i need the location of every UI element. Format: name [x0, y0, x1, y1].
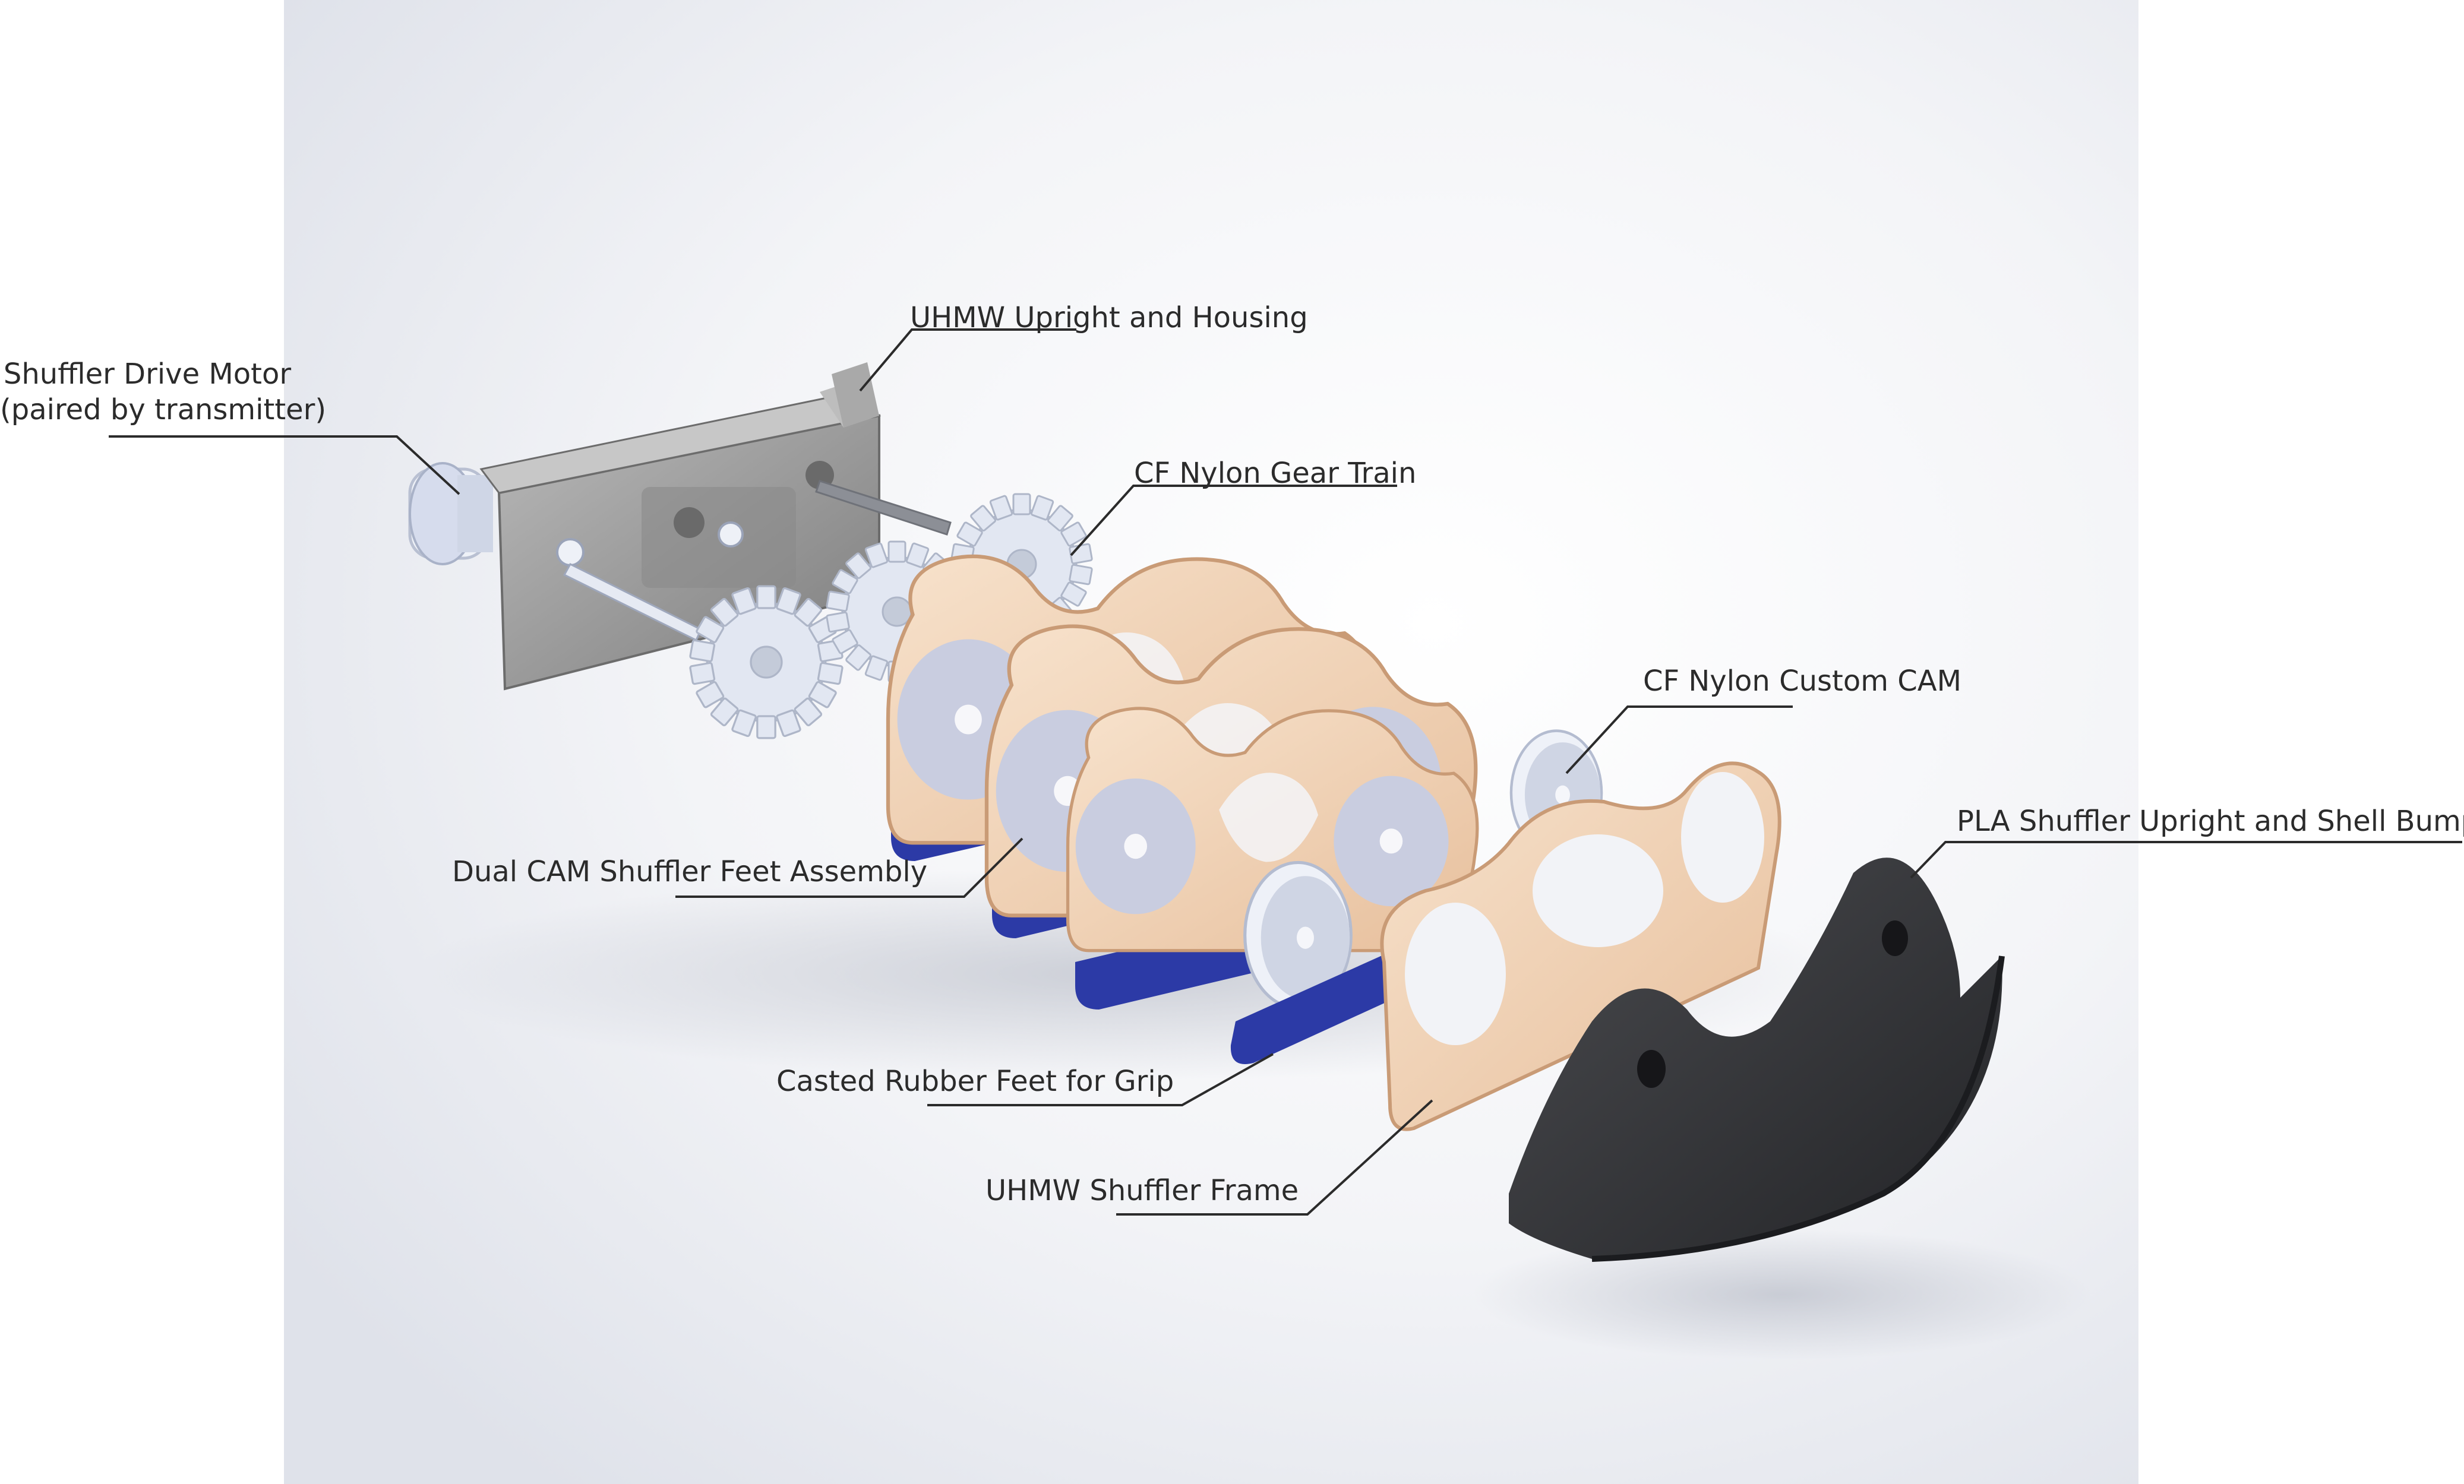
leader-drive-motor	[109, 435, 460, 495]
shuffler-frame	[1380, 761, 1781, 1131]
leader-rubber-feet	[927, 1053, 1274, 1106]
label-feet-assembly: Dual CAM Shuffler Feet Assembly	[452, 855, 928, 888]
label-rubber-feet: Casted Rubber Feet for Grip	[776, 1065, 1174, 1098]
label-drive-motor-line2: (paired by transmitter)	[0, 393, 327, 426]
leader-shell-bumper	[1910, 841, 2462, 879]
leader-upright-housing	[859, 328, 1076, 392]
leader-custom-cam	[1565, 705, 1793, 774]
leader-gear-train	[1070, 485, 1397, 556]
label-drive-motor-line1: Shuffler Drive Motor	[3, 357, 292, 391]
label-upright-housing: UHMW Upright and Housing	[910, 301, 1308, 334]
label-shell-bumper: PLA Shuffler Upright and Shell Bumper	[1957, 805, 2464, 838]
label-shuffler-frame: UHMW Shuffler Frame	[985, 1174, 1299, 1207]
label-gear-train: CF Nylon Gear Train	[1134, 457, 1417, 490]
drive-motor	[408, 462, 493, 565]
shell-bumper	[1509, 858, 2005, 1262]
upright-housing	[479, 362, 882, 691]
label-drive-motor: Shuffler Drive Motor (paired by transmit…	[0, 356, 327, 428]
leader-shuffler-frame	[1116, 1099, 1433, 1216]
leader-feet-assembly	[675, 837, 1023, 898]
label-custom-cam: CF Nylon Custom CAM	[1643, 665, 1961, 698]
drive-shafts	[563, 480, 952, 642]
leader-lines	[109, 328, 2462, 1216]
